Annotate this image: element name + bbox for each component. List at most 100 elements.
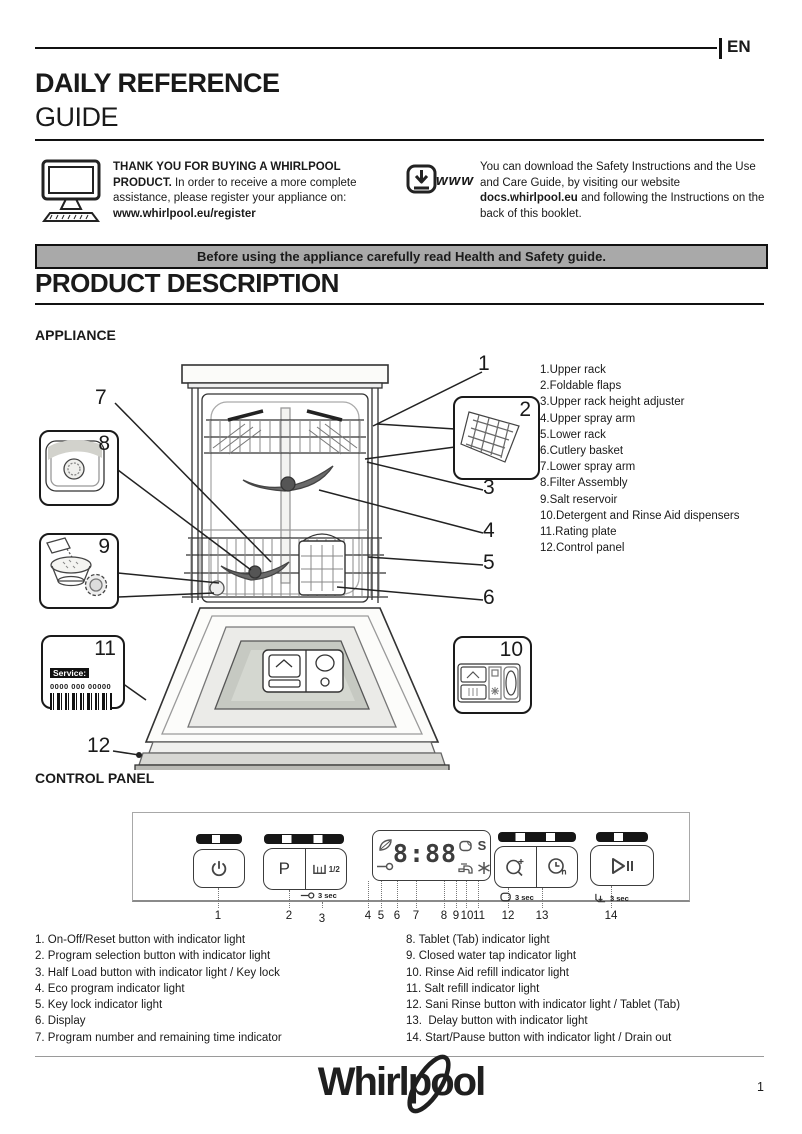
leader-line (456, 881, 457, 908)
subsection-control-panel: CONTROL PANEL (35, 770, 155, 786)
part-item: 12.Control panel (540, 542, 625, 555)
program-indicator-led (264, 834, 344, 844)
whirlpool-logo: Whirlpool (301, 1054, 501, 1114)
legend-item: 3. Half Load button with indicator light… (35, 966, 280, 979)
legend-item: 1. On-Off/Reset button with indicator li… (35, 934, 246, 946)
display: 8:88 S (372, 830, 491, 881)
drain-out-icon (595, 893, 606, 903)
download-text-block: You can download the Safety Instructions… (480, 160, 770, 222)
inset-filter-assembly: 8 (39, 430, 119, 506)
panel-callout-6: 6 (393, 910, 401, 922)
callout-3: 3 (483, 476, 495, 499)
key-lock-icon (300, 892, 315, 899)
sani-rinse-button (495, 847, 536, 887)
service-number: 0000 000 00000 (50, 682, 112, 691)
on-off-reset-button (193, 849, 245, 888)
panel-callout-7: 7 (412, 910, 420, 922)
footer-rule (35, 1056, 764, 1057)
legend-item: 6. Display (35, 1015, 86, 1028)
download-text-before: You can download the Safety Instructions… (480, 161, 756, 189)
part-item: 5.Lower rack (540, 428, 606, 441)
callout-9: 9 (98, 535, 110, 558)
panel-callout-12: 12 (501, 910, 515, 922)
legend-item: 14. Start/Pause button with indicator li… (406, 1031, 672, 1044)
panel-callout-13: 13 (535, 910, 549, 922)
delay-button (535, 847, 578, 887)
leader-line (381, 881, 382, 908)
header-rule (35, 47, 717, 49)
part-item: 10.Detergent and Rinse Aid dispensers (540, 509, 740, 522)
panel-callout-8: 8 (440, 910, 448, 922)
part-item: 3.Upper rack height adjuster (540, 396, 685, 409)
key-lock-hold-label: 3 sec (300, 891, 337, 900)
legend-item: 8. Tablet (Tab) indicator light (406, 934, 550, 946)
control-panel-diagram: P 1/2 3 sec 8:8 (132, 812, 690, 926)
inset-rating-plate: 11 Service: 0000 000 00000 (41, 635, 125, 710)
callout-10: 10 (499, 638, 523, 661)
language-tag: EN (727, 37, 751, 56)
brand-wordmark: Whirlpool (317, 1060, 486, 1104)
register-body: In order to receive a more complete assi… (113, 176, 357, 205)
leader-line (466, 881, 467, 908)
part-item: 11.Rating plate (540, 526, 617, 539)
register-text-block: THANK YOU FOR BUYING A WHIRLPOOL PRODUCT… (113, 160, 391, 222)
part-item: 8.Filter Assembly (540, 477, 628, 490)
inset-dispenser: 10 (453, 636, 532, 714)
page-number: 1 (757, 1080, 764, 1094)
tablet-indicator-icon (459, 840, 472, 852)
section-product-description: PRODUCT DESCRIPTION (35, 268, 339, 298)
part-item: 6.Cutlery basket (540, 445, 624, 458)
panel-callout-5: 5 (377, 910, 385, 922)
dispenser-art (457, 663, 521, 703)
safety-banner: Before using the appliance carefully rea… (35, 244, 768, 269)
legend-right: 8. Tablet (Tab) indicator light 9. Close… (406, 932, 771, 1046)
section-rule (35, 303, 764, 305)
leader-line (444, 881, 445, 908)
panel-callout-10: 10 (460, 910, 474, 922)
key-lock-indicator-icon (377, 862, 394, 871)
salt-reservoir-art (46, 537, 108, 597)
legend-item: 7. Program number and remaining time ind… (35, 1031, 282, 1044)
leader-line (322, 902, 323, 908)
legend-item: 10. Rinse Aid refill indicator light (406, 966, 569, 979)
panel-callout-2: 2 (285, 910, 293, 922)
sani-delay-indicator-led (498, 832, 576, 842)
hold-duration: 3 sec (610, 893, 629, 903)
computer-monitor-icon (40, 158, 102, 224)
tablet-hold-label: 3 sec (500, 892, 534, 902)
part-item: 9.Salt reservoir (540, 493, 618, 506)
hold-duration: 3 sec (318, 891, 337, 900)
appliance-diagram: 1 3 4 5 6 7 12 2 8 (35, 350, 540, 770)
time-program-digits: 8:88 (392, 839, 458, 868)
callout-12: 12 (87, 734, 111, 757)
register-url: www.whirlpool.eu/register (113, 207, 256, 220)
leader-line (289, 890, 290, 908)
doc-title-line1: DAILY REFERENCE (35, 68, 280, 98)
callout-4: 4 (483, 519, 495, 542)
inset-salt-reservoir: 9 (39, 533, 119, 609)
barcode (50, 693, 112, 710)
legend-item: 5. Key lock indicator light (35, 999, 163, 1012)
callout-11: 11 (94, 637, 116, 660)
inset-foldable-flaps: 2 (453, 396, 540, 480)
leader-line (218, 888, 219, 908)
delay-icon (547, 858, 566, 875)
half-load-icon (312, 864, 326, 874)
download-www-icon: www (406, 164, 474, 196)
title-rule (35, 139, 764, 141)
power-icon (211, 860, 227, 876)
part-item: 7.Lower spray arm (540, 461, 636, 474)
legend-item: 4. Eco program indicator light (35, 982, 185, 995)
download-site: docs.whirlpool.eu (480, 192, 578, 204)
leader-line (611, 886, 612, 908)
panel-callout-14: 14 (604, 910, 618, 922)
callout-8: 8 (98, 432, 110, 455)
leader-line (542, 888, 543, 908)
foldable-flaps-art (460, 411, 520, 463)
service-label: Service: (50, 668, 90, 678)
hold-duration: 3 sec (515, 892, 534, 902)
part-item: 2.Foldable flaps (540, 380, 622, 393)
leader-line (368, 881, 369, 908)
www-label: www (436, 171, 475, 189)
panel-callout-11: 11 (473, 910, 485, 922)
